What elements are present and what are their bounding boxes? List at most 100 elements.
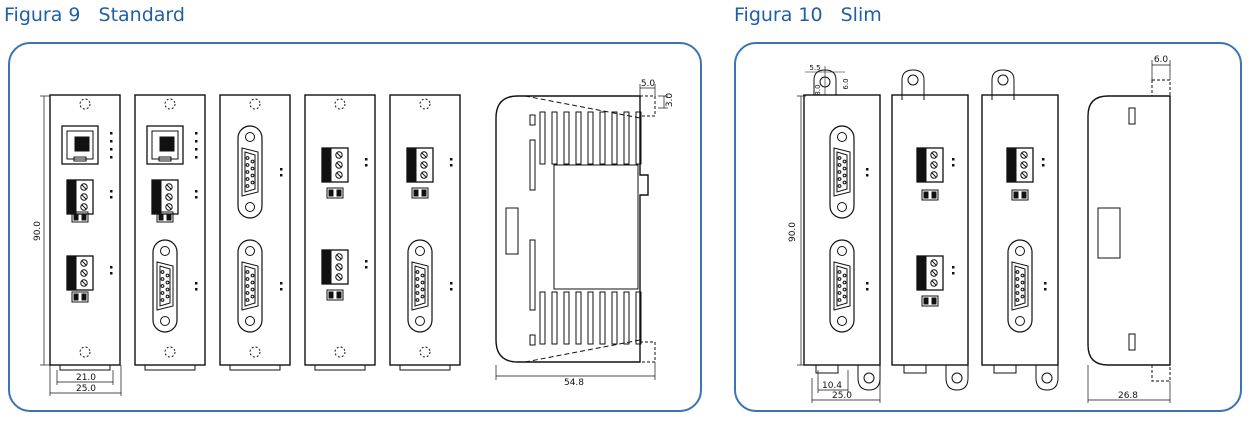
screw-slot — [421, 172, 427, 178]
led-indicator — [110, 132, 113, 135]
side-tab — [1097, 207, 1121, 259]
mount-hole — [419, 346, 431, 358]
slim-top-ear — [805, 66, 845, 95]
db9-pin — [245, 156, 250, 160]
led-indicator — [110, 266, 113, 269]
led-indicator — [280, 174, 283, 177]
mount-hole — [419, 98, 431, 110]
switch-lever — [336, 189, 342, 197]
switch-lever — [931, 297, 937, 305]
led-indicator — [866, 168, 869, 171]
switch-lever — [413, 189, 419, 197]
side-housing — [495, 95, 649, 363]
din-clip — [59, 365, 111, 371]
db9-pin — [250, 180, 255, 185]
terminal-screw — [335, 263, 343, 271]
ear-hole — [1041, 372, 1053, 384]
dip-switch — [326, 187, 344, 199]
led-indicator — [195, 190, 198, 193]
dim-std-width: 25.0 — [76, 384, 96, 394]
db9-inner — [244, 265, 256, 307]
clip-top — [1151, 79, 1171, 97]
switch-lever — [328, 291, 334, 299]
switch-body — [1011, 189, 1029, 201]
mounting-ear — [945, 365, 969, 391]
ventilation-slot — [575, 291, 582, 345]
db9-pin — [245, 298, 250, 302]
screw-slot — [931, 162, 937, 168]
terminal-screw — [930, 161, 938, 169]
led-indicator — [195, 282, 198, 285]
dim-std-clip-height: 3.0 — [665, 93, 675, 108]
db9-shell — [833, 147, 851, 197]
switch-lever — [158, 213, 164, 221]
led-indicator — [866, 174, 869, 177]
mount-hole — [334, 98, 346, 110]
screw-slot — [166, 194, 172, 200]
ear-hole — [907, 74, 919, 86]
side-housing — [1087, 95, 1171, 366]
ear-hole — [863, 372, 875, 384]
dip-switch — [921, 295, 939, 307]
db9-pin — [165, 294, 170, 299]
db9-pin — [1020, 287, 1025, 292]
module-body — [389, 94, 461, 366]
led-indicator — [195, 148, 198, 151]
terminal-screw — [335, 171, 343, 179]
screw-slot — [336, 152, 342, 158]
switch-lever — [166, 213, 172, 221]
port-opening — [151, 130, 179, 160]
mount-hole — [249, 346, 261, 358]
slim-module — [891, 69, 969, 391]
ventilation-slot — [563, 111, 570, 165]
vent-slot-long — [529, 239, 536, 311]
switch-lever — [81, 213, 87, 221]
module-body — [803, 94, 881, 366]
db9-flange — [407, 239, 433, 333]
led-indicator — [365, 266, 368, 269]
standard-module — [49, 94, 121, 371]
led-indicator — [110, 148, 113, 151]
switch-body — [156, 211, 174, 223]
led-indicator — [195, 140, 198, 143]
db9-shell — [156, 261, 174, 311]
terminal-screw — [165, 203, 173, 211]
db9-flange — [829, 239, 855, 333]
terminal-block — [321, 249, 349, 285]
db9-pin — [250, 173, 255, 178]
db9-pin — [415, 291, 420, 295]
db9-shell — [411, 261, 429, 311]
db9-connector — [237, 239, 263, 333]
terminal-screw — [930, 259, 938, 267]
dim-slim-hole-a: 5.5 — [809, 64, 820, 72]
db9-pin — [420, 294, 425, 299]
mount-hole — [164, 98, 176, 110]
terminal-screw — [335, 161, 343, 169]
led-indicator — [952, 272, 955, 275]
terminal-side — [406, 147, 417, 183]
switch-lever — [1021, 191, 1027, 199]
flange-screw-hole — [837, 316, 847, 326]
dimension-lines — [40, 60, 1171, 403]
db9-inner — [414, 265, 426, 307]
db9-pin — [837, 184, 842, 188]
mounting-ear — [857, 365, 881, 391]
switch-lever — [73, 213, 79, 221]
db9-pin — [837, 270, 842, 274]
screw-slot — [336, 172, 342, 178]
led-indicator — [365, 260, 368, 263]
ventilation-slot — [575, 111, 582, 165]
screw-slot — [81, 184, 87, 190]
db9-pin — [837, 284, 842, 288]
led-indicator — [1042, 158, 1045, 161]
terminal-side — [321, 147, 332, 183]
module-body — [49, 94, 121, 366]
db9-pin — [842, 173, 847, 178]
screw-slot — [931, 152, 937, 158]
standard-side-view — [495, 95, 656, 363]
db9-inner — [1014, 265, 1026, 307]
db9-connector — [829, 125, 855, 219]
db9-pin — [1015, 277, 1020, 281]
dip-switch — [71, 291, 89, 303]
